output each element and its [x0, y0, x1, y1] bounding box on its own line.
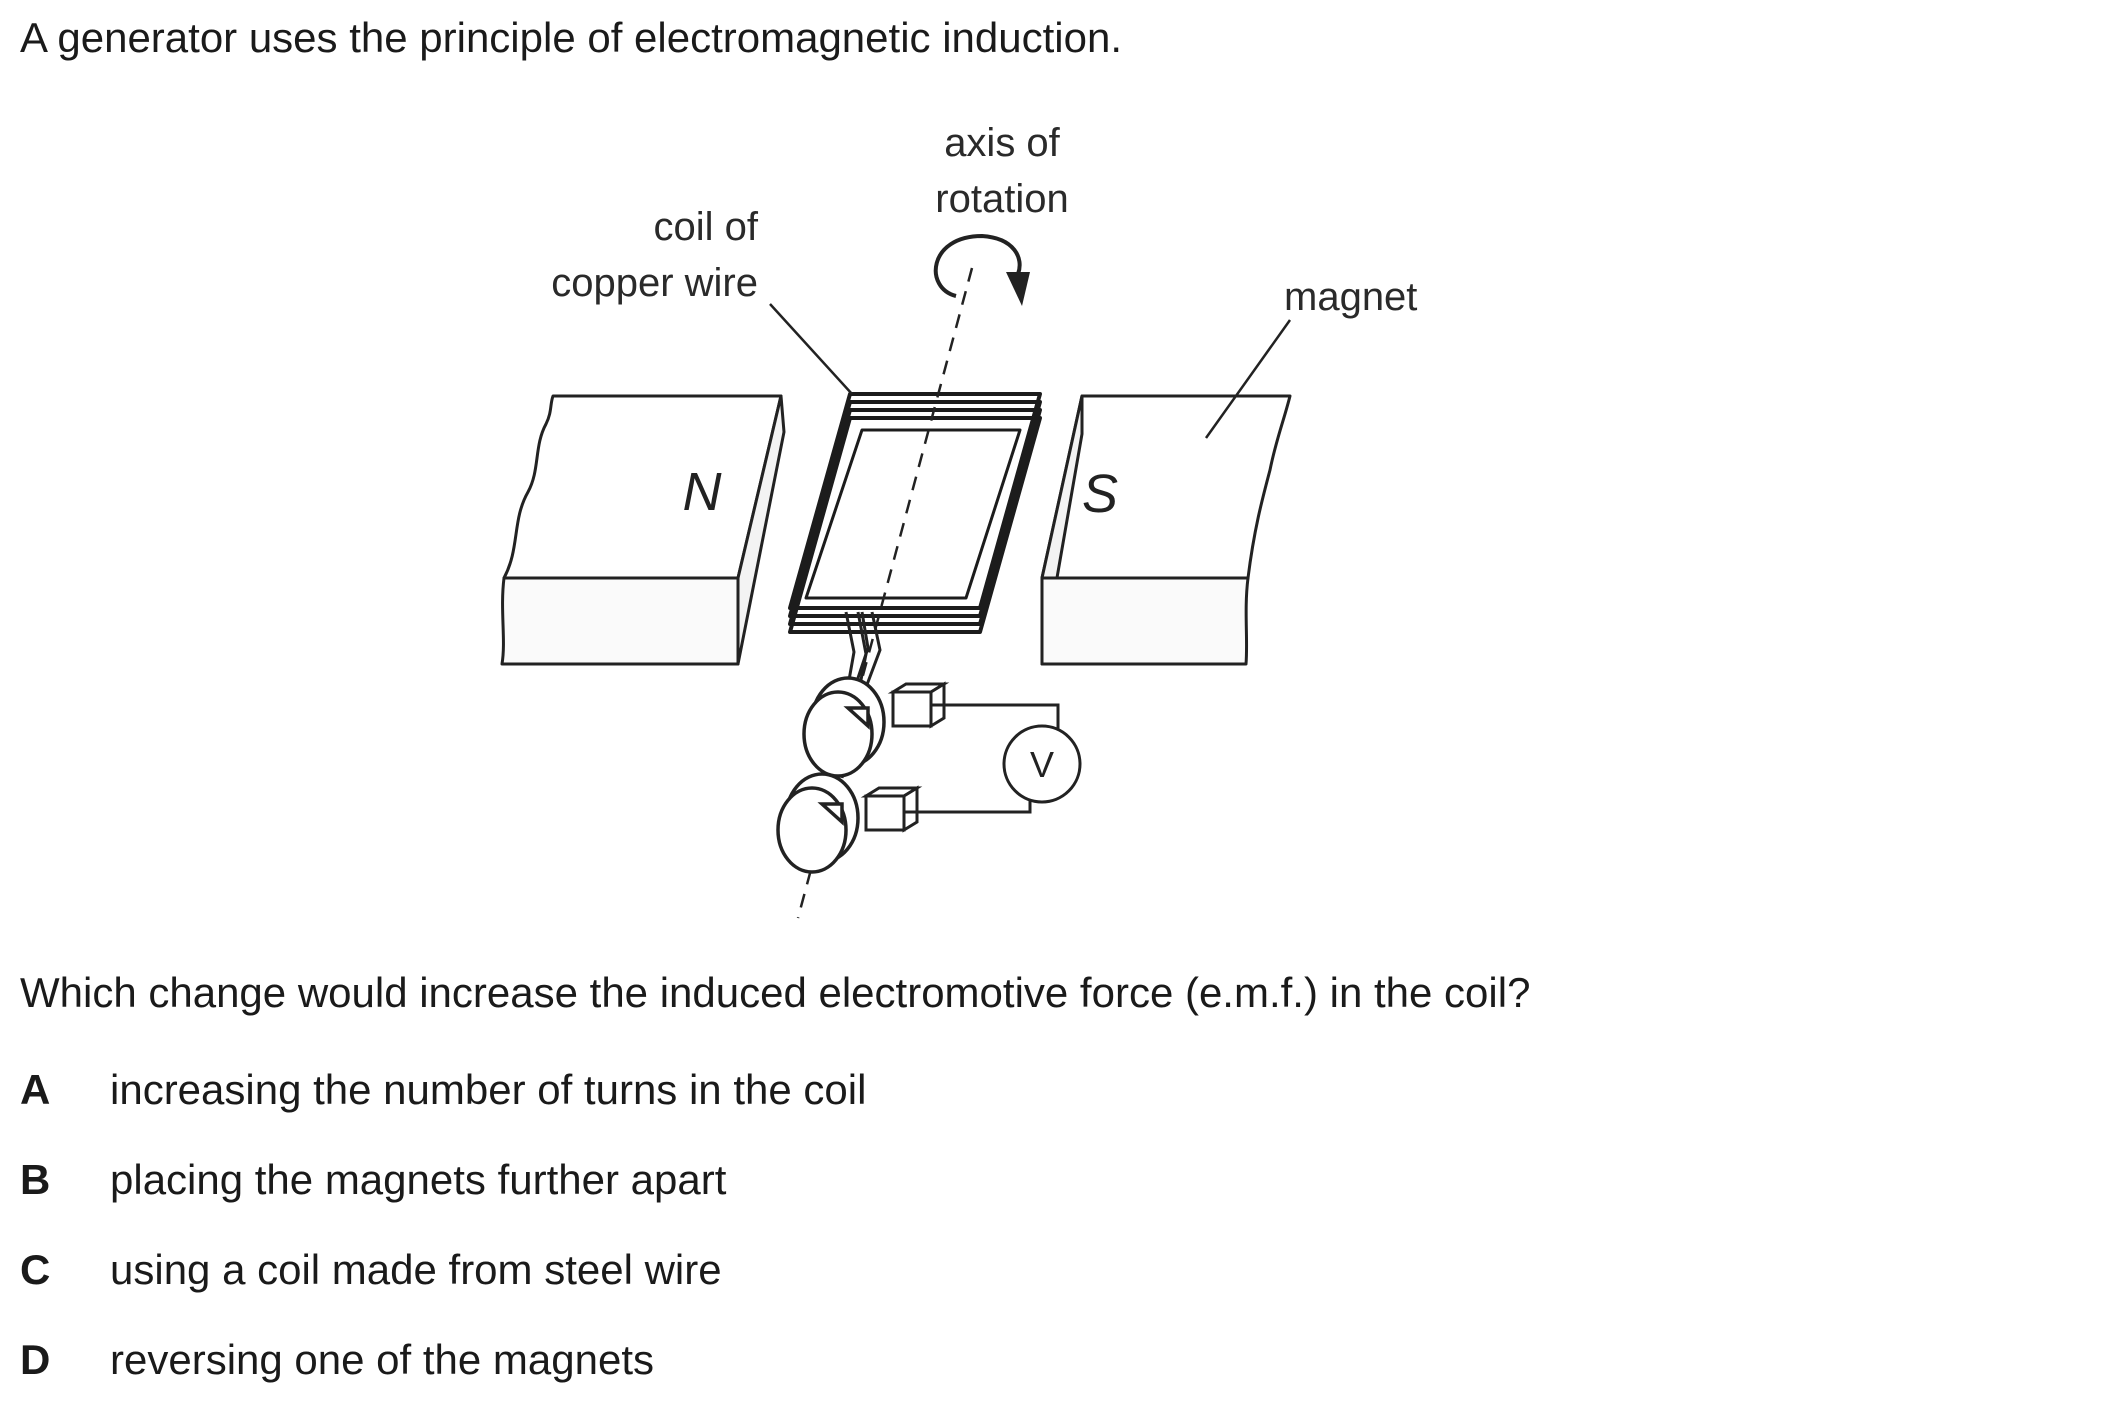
- south-pole-label: S: [1082, 464, 1118, 524]
- option-text: using a coil made from steel wire: [110, 1246, 722, 1293]
- voltmeter: V: [1002, 724, 1082, 804]
- coil-leader-line: [769, 303, 853, 395]
- coil-label-line1: coil of: [654, 205, 759, 249]
- north-magnet: [500, 394, 786, 666]
- option-letter: C: [20, 1246, 51, 1293]
- south-magnet: [1040, 394, 1292, 666]
- option-letter: D: [20, 1336, 51, 1383]
- intro-text: A generator uses the principle of electr…: [20, 14, 1122, 61]
- voltmeter-label: V: [1030, 744, 1054, 785]
- axis-label-line2: rotation: [935, 177, 1068, 221]
- question-text: Which change would increase the induced …: [20, 969, 1531, 1016]
- option-text: increasing the number of turns in the co…: [110, 1066, 867, 1113]
- option-text: reversing one of the magnets: [110, 1336, 654, 1383]
- magnet-label: magnet: [1284, 275, 1417, 319]
- rotation-arrow-icon: [933, 233, 1030, 306]
- coil: [788, 392, 1042, 634]
- option-text: placing the magnets further apart: [110, 1156, 727, 1203]
- axis-label-line1: axis of: [944, 121, 1060, 165]
- magnet-leader-line: [1204, 319, 1292, 439]
- slip-rings: [776, 676, 886, 874]
- coil-label-line2: copper wire: [551, 261, 758, 305]
- brushes: [860, 681, 950, 833]
- option-letter: B: [20, 1156, 51, 1203]
- north-pole-label: N: [683, 462, 723, 522]
- option-letter: A: [20, 1066, 51, 1113]
- generator-diagram: V N S axis of rotation coil of copper wi…: [500, 121, 1417, 919]
